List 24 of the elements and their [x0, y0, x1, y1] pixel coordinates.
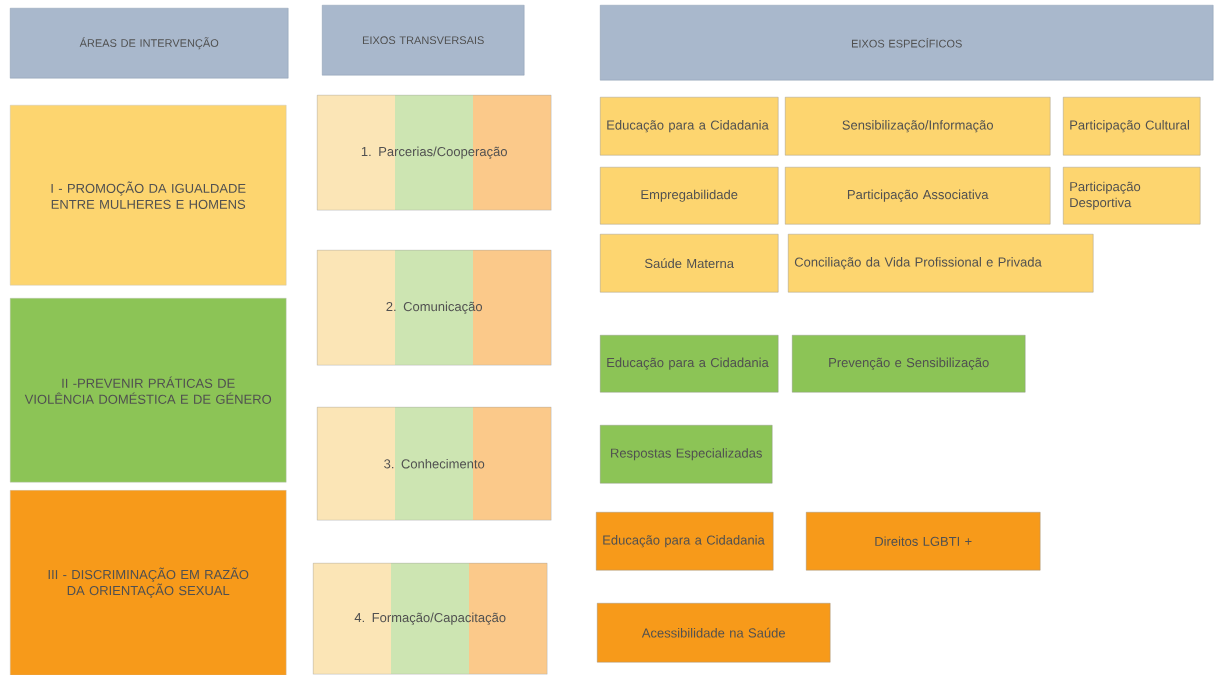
- category-box: Conciliação da Vida Profissional e Privada: [788, 234, 1094, 293]
- category-box: Educação para a Cidadania: [596, 512, 774, 571]
- category-box: Participação Desportiva: [1063, 167, 1201, 225]
- category-box: Participação Associativa: [785, 167, 1051, 225]
- striped-box: 3. Conhecimento: [317, 407, 552, 521]
- area-box: II -PREVENIR PRÁTICAS DE VIOLÊNCIA DOMÉSTICA E DE GÉNERO: [10, 298, 287, 483]
- category-box: Empregabilidade: [600, 167, 779, 225]
- area-box: III - DISCRIMINAÇÃO EM RAZÃO DA ORIENTAÇÃO SEXUAL: [10, 490, 287, 675]
- area-box: I - PROMOÇÃO DA IGUALDADE ENTRE MULHERES E HOMENS: [10, 105, 287, 286]
- striped-box: 2. Comunicação: [317, 250, 552, 366]
- striped-box: 1. Parcerias/Cooperação: [317, 95, 552, 211]
- category-box: Respostas Especializadas: [600, 425, 773, 484]
- category-box: Acessibilidade na Saúde: [597, 603, 831, 663]
- striped-box: 4. Formação/Capacitação: [313, 563, 548, 675]
- header-box: ÁREAS DE INTERVENÇÃO: [10, 8, 289, 79]
- category-box: Sensibilização/Informação: [785, 97, 1051, 156]
- category-box: Educação para a Cidadania: [600, 335, 779, 393]
- header-box: EIXOS TRANSVERSAIS: [322, 5, 525, 76]
- category-box: Participação Cultural: [1063, 97, 1201, 156]
- category-box: Educação para a Cidadania: [600, 97, 779, 156]
- header-box: EIXOS ESPECÍFICOS: [600, 5, 1214, 81]
- category-box: Prevenção e Sensibilização: [792, 335, 1026, 393]
- category-box: Saúde Materna: [600, 234, 779, 293]
- category-box: Direitos LGBTI +: [806, 512, 1041, 571]
